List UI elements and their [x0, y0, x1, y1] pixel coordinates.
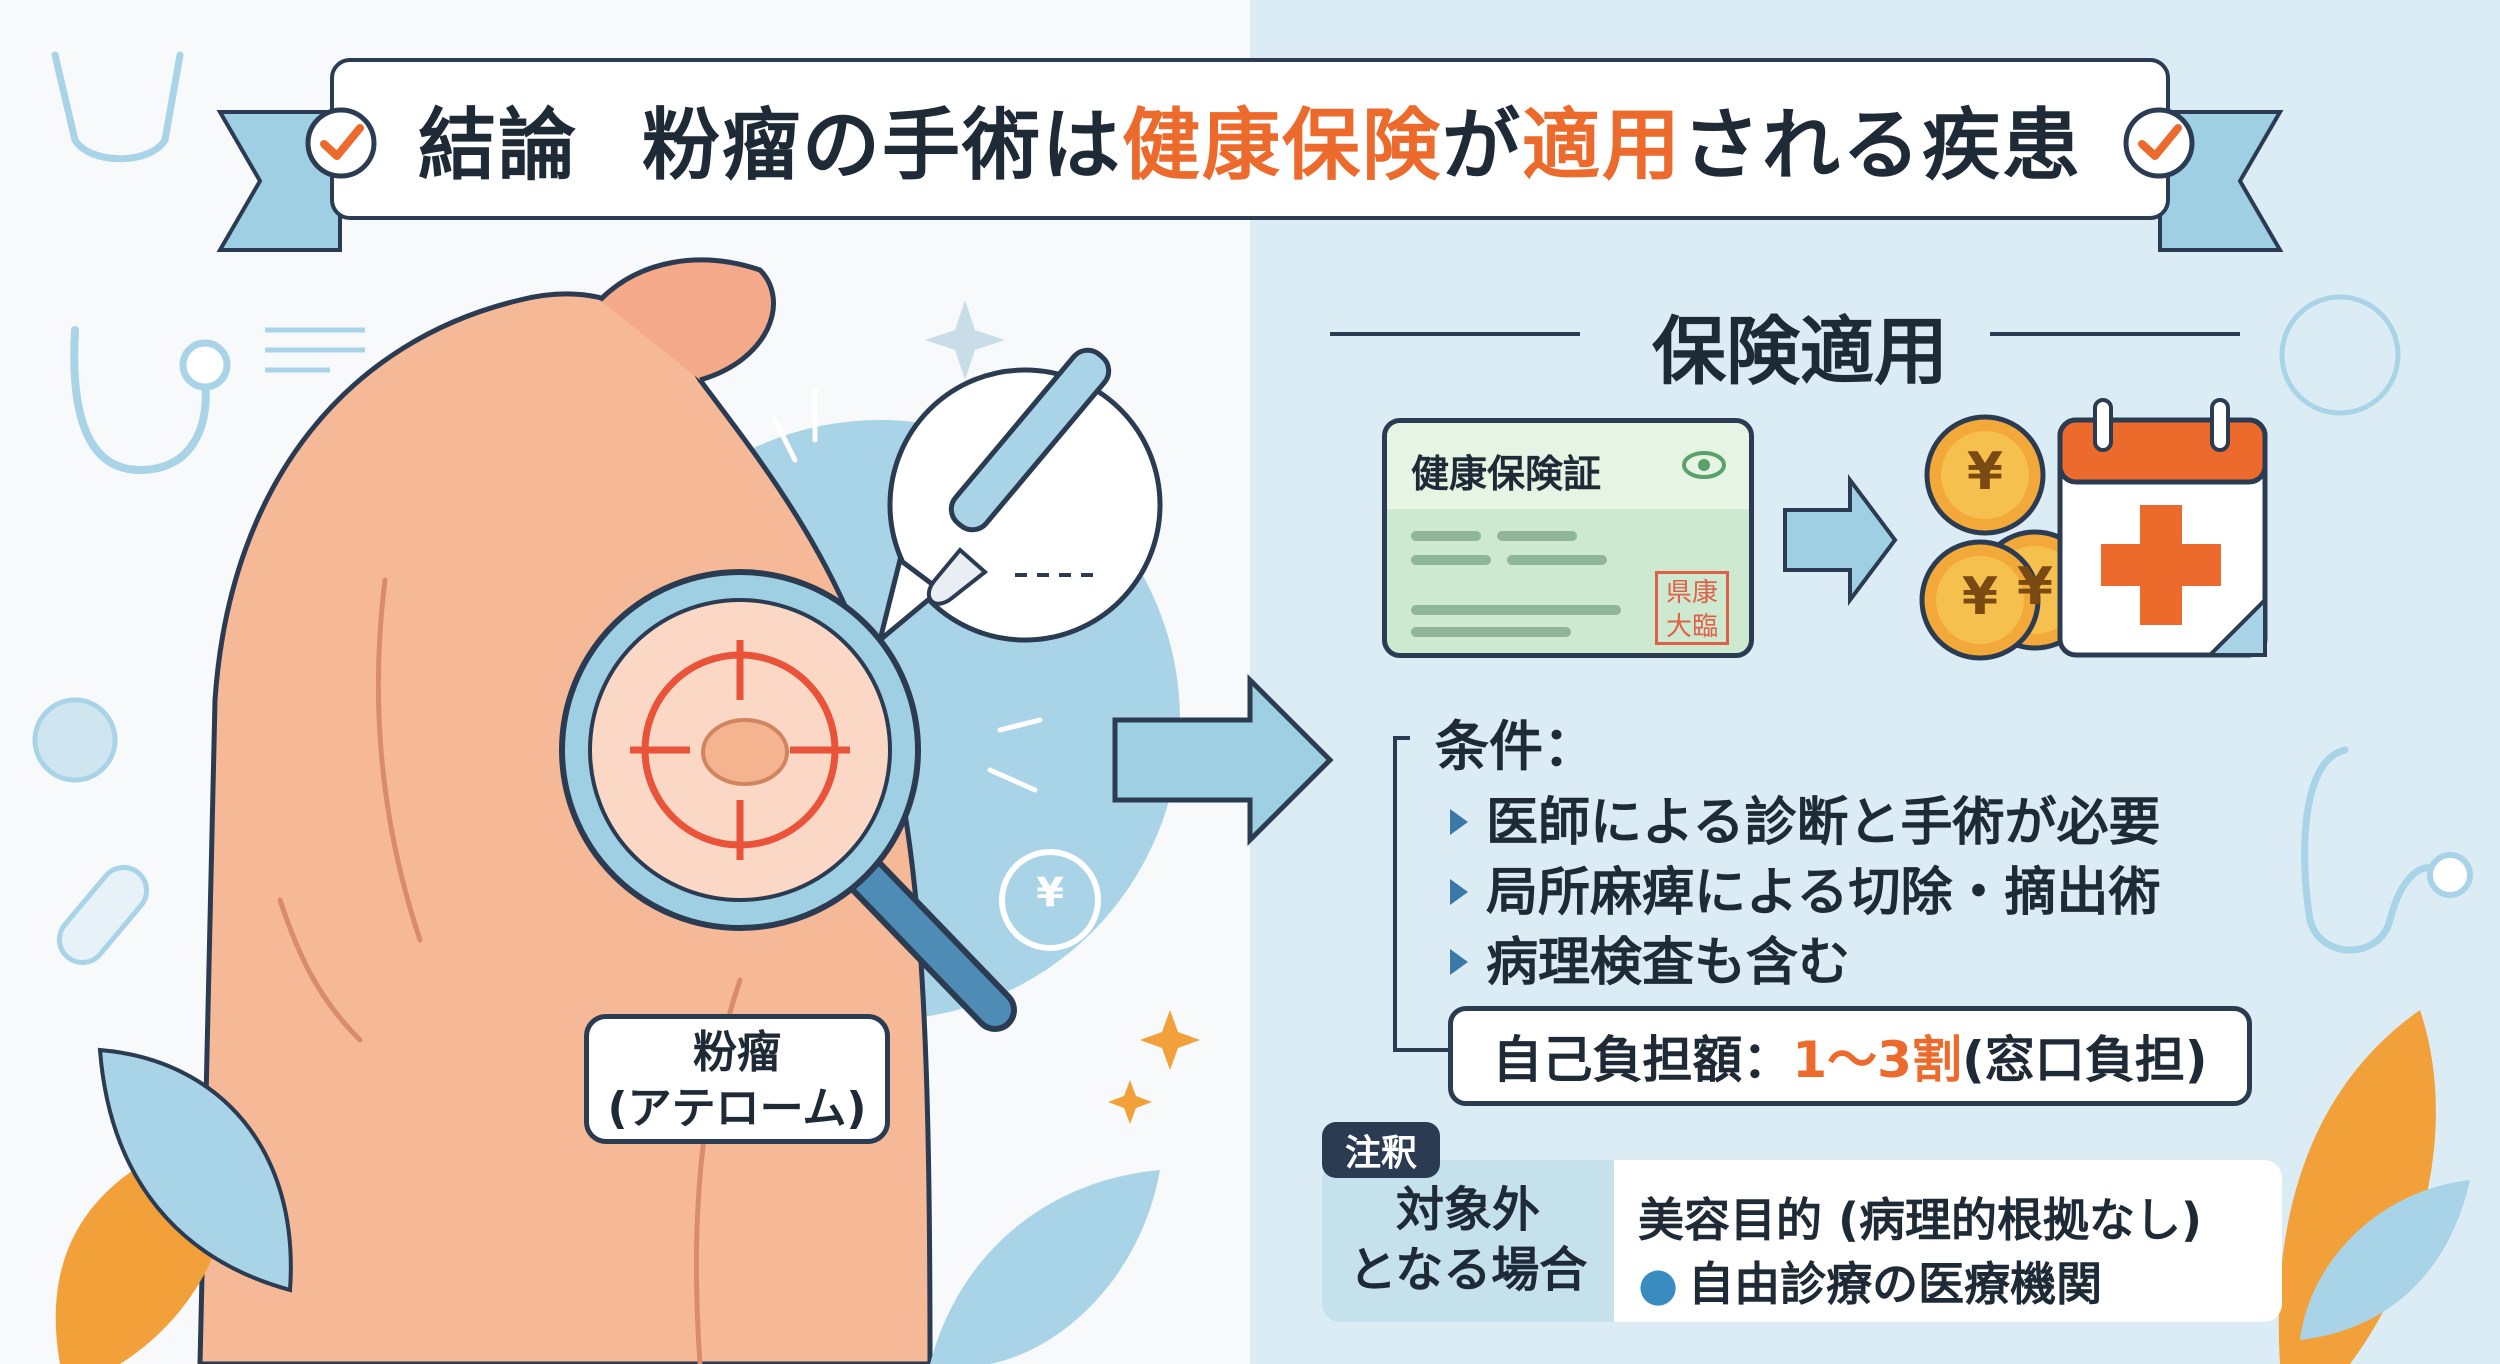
magnifier-handle	[844, 854, 1011, 1026]
stethoscope-right-icon	[2301, 746, 2444, 954]
copay-value: 1～3割	[1792, 1031, 1962, 1089]
lump	[701, 718, 789, 786]
eye-icon	[1682, 451, 1726, 479]
sparkle-1	[925, 300, 1005, 380]
banner-highlight-applied: 適用	[1522, 101, 1683, 191]
condition-item: 局所麻痺による切除・摘出術	[1450, 850, 2160, 925]
bullet-dot-icon: ●	[1638, 1257, 1679, 1311]
leaf-blue-right	[2300, 1180, 2470, 1340]
bullet-triangle-icon	[1450, 809, 1468, 835]
sparkle-2	[1140, 1010, 1200, 1070]
right-panel-background	[1250, 0, 2500, 1364]
cell-icon	[32, 697, 118, 783]
card-line-4	[1507, 555, 1607, 565]
coin-yen-2: ¥	[2016, 557, 2054, 617]
pill-icon	[56, 864, 150, 966]
scalpel-handle	[948, 347, 1112, 533]
lump-label-name: 粉瘤	[693, 1027, 781, 1078]
stethoscope-top-icon	[51, 51, 184, 163]
exclusion-item: 美容目的 (病理的根拠なし)	[1638, 1193, 2203, 1247]
exclusion-label-panel	[1322, 1160, 1614, 1322]
refresh-yen: ¥	[1036, 870, 1064, 916]
insurance-card: 健康保険証 県康 大臨	[1382, 418, 1754, 658]
check-icon-left	[305, 107, 377, 179]
coin-yen-1: ¥	[1966, 442, 2004, 502]
conditions-bracket	[1393, 736, 1450, 1052]
card-header	[1387, 423, 1749, 509]
lump-label: 粉瘤 (アテローム)	[584, 1014, 890, 1144]
lump-label-alias: (アテローム)	[607, 1083, 867, 1134]
main-arrow	[1112, 673, 1334, 847]
scalpel-blade	[926, 547, 989, 606]
bullet-triangle-icon	[1450, 949, 1468, 975]
card-title: 健康保険証	[1411, 452, 1602, 496]
banner-text-2: が	[1442, 101, 1523, 191]
stethoscope-left-icon	[70, 326, 210, 475]
back-line-1	[375, 577, 423, 943]
banner-text-1: 粉瘤の手術は	[641, 101, 1122, 191]
coin-yen-3: ¥	[1961, 567, 1999, 627]
exclusion-item: ●自由診療の医療機関	[1638, 1257, 2103, 1311]
card-line-5	[1411, 605, 1621, 615]
card-line-1	[1411, 531, 1481, 541]
card-arrow	[1783, 474, 1898, 606]
conditions-title: 条件：	[1435, 715, 1597, 778]
banner-label: 結論	[417, 101, 578, 191]
card-stamp: 県康 大臨	[1655, 571, 1729, 645]
banner-highlight-insurance: 健康保険	[1121, 101, 1442, 191]
condition-item: 医師による診断と手術が必要	[1450, 780, 2160, 855]
scalpel-bubble-tail	[875, 555, 945, 647]
banner-title: 結論 粉瘤の手術は 健康保険 が 適用 される疾患	[418, 62, 2080, 216]
neck-illustration	[598, 257, 776, 383]
section-title: 保険適用	[1652, 309, 1948, 395]
back-line-2	[277, 897, 363, 1043]
banner-text-3: される疾患	[1682, 101, 2083, 191]
leaf-blue-left	[97, 1047, 293, 1293]
exclusion-label: 対象外 となる場合	[1348, 1182, 1588, 1298]
copay-label: 自己負担額：	[1492, 1031, 1793, 1089]
note-badge: 注釈	[1322, 1122, 1440, 1178]
card-line-2	[1497, 531, 1577, 541]
condition-item: 病理検査も含む	[1450, 920, 1850, 995]
card-line-3	[1411, 555, 1491, 565]
leaf-blue-bottom	[930, 1170, 1160, 1364]
title-banner: 結論 粉瘤の手術は 健康保険 が 適用 される疾患	[305, 58, 2195, 220]
card-line-6	[1411, 627, 1571, 637]
copay-note: (窓口負担)	[1961, 1031, 2208, 1089]
copay-box: 自己負担額： 1～3割 (窓口負担)	[1448, 1006, 2252, 1106]
sparkle-3	[1108, 1080, 1152, 1124]
microscope-cell-icon	[2279, 294, 2401, 416]
check-icon-right	[2123, 107, 2195, 179]
bullet-triangle-icon	[1450, 879, 1468, 905]
yen-refresh-icon	[999, 849, 1101, 951]
